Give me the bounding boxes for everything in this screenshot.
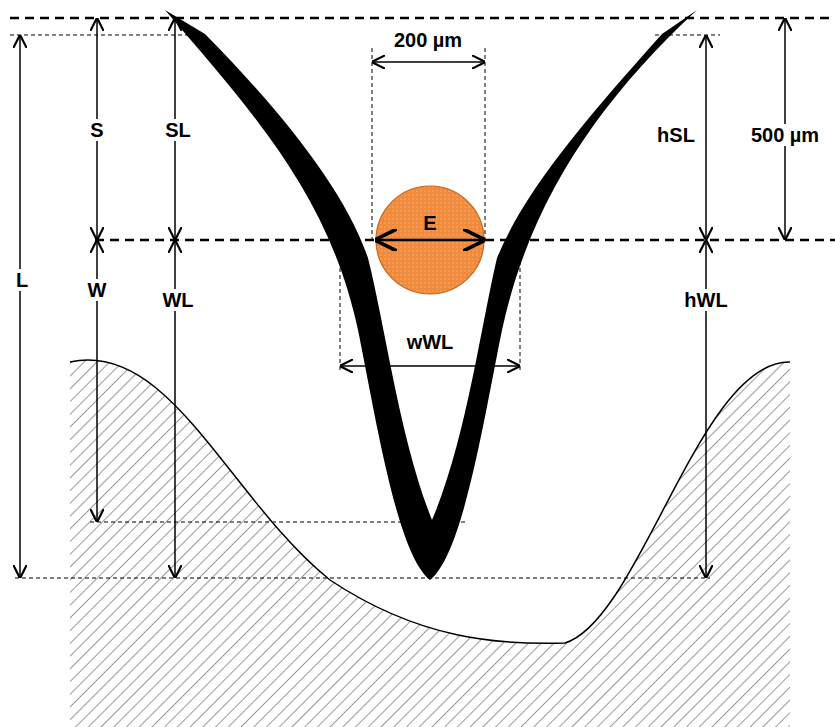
particle-circle: E	[375, 185, 485, 295]
dimension-label: hSL	[654, 124, 698, 146]
dimension-label: L	[13, 269, 31, 291]
circle-shape	[375, 185, 485, 295]
dimension-label: 200 µm	[391, 29, 465, 51]
dimension-label: SL	[162, 119, 194, 141]
node-label: E	[375, 212, 485, 234]
dimension-label: S	[87, 119, 106, 141]
dimension-label: W	[85, 279, 110, 301]
dimension-label: hWL	[681, 289, 730, 311]
dimension-label: WL	[159, 289, 196, 311]
dimension-label: 500 µm	[748, 124, 822, 146]
dimension-label: wWL	[404, 331, 457, 353]
